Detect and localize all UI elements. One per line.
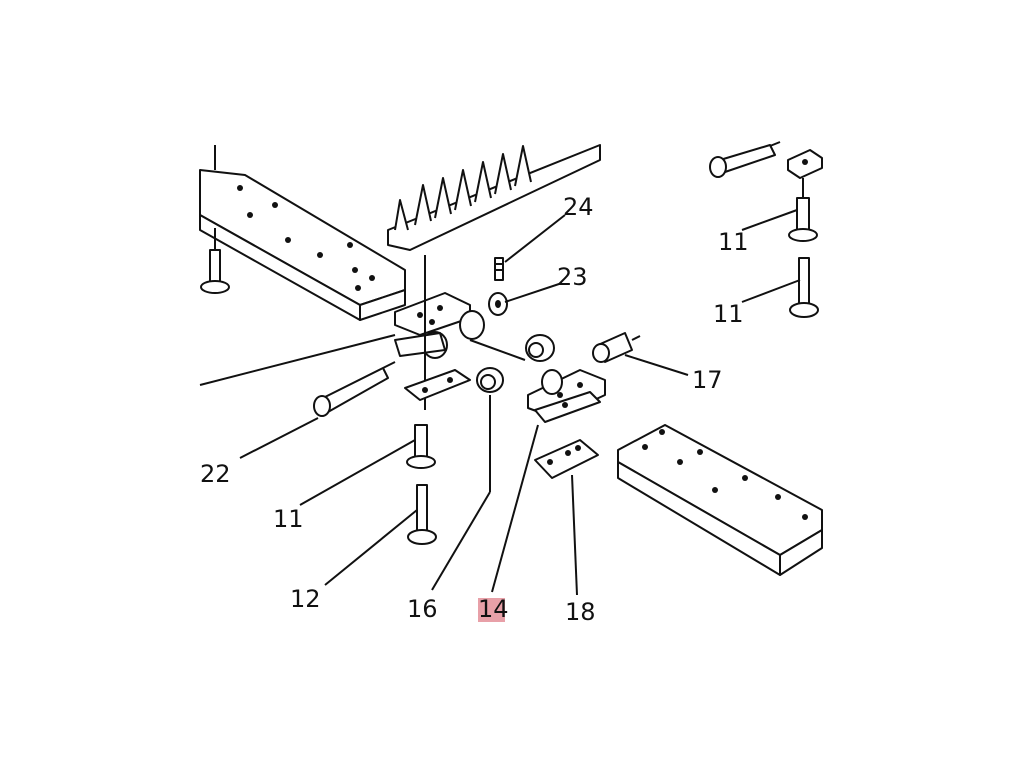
callout-12: 12	[290, 585, 321, 613]
washer-23	[488, 292, 508, 316]
sleeve-middle	[469, 334, 555, 362]
callout-14-highlight	[478, 598, 505, 622]
left-stud	[200, 228, 230, 294]
plate-18	[534, 439, 599, 479]
sleeve-17	[592, 332, 641, 363]
callout-24: 24	[563, 193, 594, 221]
hinge-bracket-left	[394, 255, 485, 410]
hinge-bracket-14	[527, 369, 606, 423]
pin-22	[313, 361, 396, 417]
callout-14: 14	[478, 595, 509, 623]
callout-11-top-right-b: 11	[713, 300, 744, 328]
callout-18: 18	[565, 598, 596, 626]
top-right-bracket	[787, 149, 823, 198]
plate-left	[404, 369, 471, 401]
callout-16: 16	[407, 595, 438, 623]
stud-11-top-right-1	[788, 197, 818, 242]
callout-11-top-right-a: 11	[718, 228, 749, 256]
bushing-16	[476, 367, 504, 393]
top-right-pin	[709, 141, 781, 178]
needle-comb	[387, 144, 601, 251]
callout-17: 17	[692, 366, 723, 394]
callout-11-left: 11	[273, 505, 304, 533]
screw-24	[494, 257, 504, 281]
left-rail	[199, 145, 406, 321]
callout-22: 22	[200, 460, 231, 488]
right-rail	[617, 424, 823, 576]
callout-23: 23	[557, 263, 588, 291]
stud-11-left	[406, 424, 436, 469]
leader-lines	[199, 209, 801, 596]
stud-11-top-right-2	[789, 257, 819, 318]
